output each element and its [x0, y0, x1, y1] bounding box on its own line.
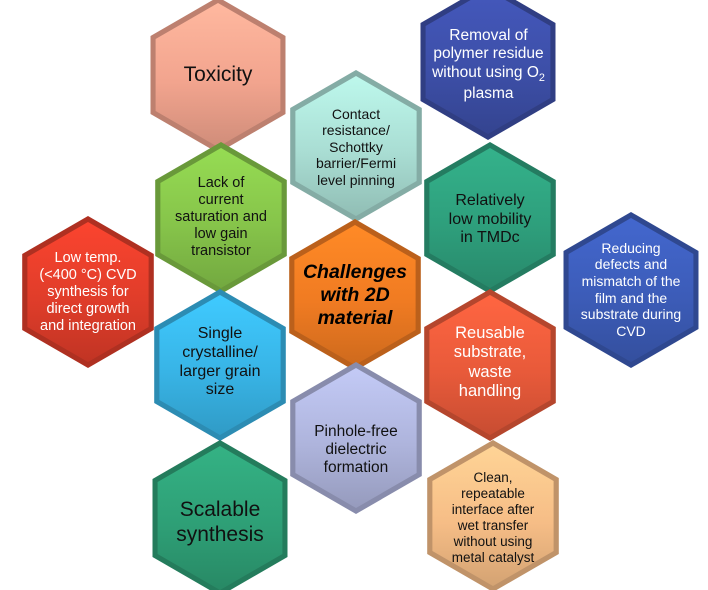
hexagon-center — [294, 225, 416, 365]
hexagon-scalable-synthesis — [157, 446, 283, 590]
label-toxicity: Toxicity — [183, 62, 253, 86]
hexagon-current-saturation — [160, 148, 282, 288]
hexagon-reusable-substrate — [429, 295, 551, 435]
hexagon-toxicity — [155, 3, 281, 147]
hexagon-clean-interface — [432, 446, 554, 586]
hexagon-low-temp-cvd — [27, 222, 149, 362]
hexagon-contact-resistance — [295, 76, 417, 216]
hexagon-pinhole-free — [295, 368, 417, 508]
hexagon-low-mobility — [429, 148, 551, 288]
hexagon-single-crystalline — [159, 295, 281, 435]
hexagon-polymer-residue — [425, 0, 551, 134]
hexagon-reducing-defects — [568, 218, 694, 362]
